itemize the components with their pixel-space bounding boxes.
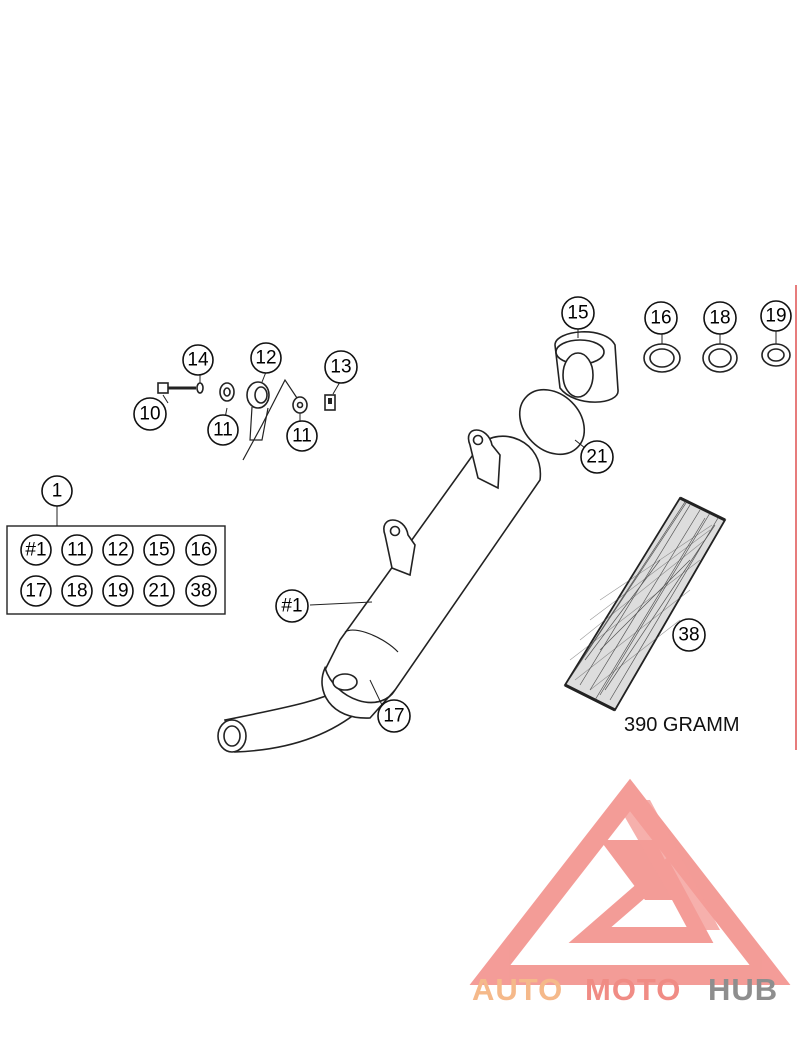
callout-1-label: 1 [52,481,63,502]
kit-item: 17 [20,575,52,607]
silencer-body [324,435,541,704]
callout-11-left: 11 [207,414,239,446]
callout-main-muffler: #1 [275,589,309,623]
callout-main-muffler-label: #1 [281,596,302,617]
kit-item: #1 [20,534,52,566]
callout-21: 21 [580,440,614,474]
end-cap-17 [321,665,396,719]
callout-19-label: 19 [765,306,786,327]
kit-item-label: 21 [148,581,169,602]
kit-grid: #1 11 12 15 16 17 18 19 21 38 [20,534,217,607]
callout-15: 15 [561,296,595,330]
ring-18 [702,332,738,373]
callout-1: 1 [41,475,73,507]
callout-15-label: 15 [567,303,588,324]
callout-11-right-label: 11 [292,426,312,447]
rear-cap-15 [554,328,619,403]
mounting-hardware [157,371,341,461]
watermark-logo [469,778,791,985]
ring-19 [761,331,791,367]
watermark-hub: HUB [708,972,778,1007]
callout-14: 14 [182,344,214,376]
kit-item-label: 16 [190,540,211,561]
bracket-12 [242,378,306,461]
kit-item-label: 11 [67,540,87,561]
callout-16-label: 16 [650,308,671,329]
kit-item-label: 17 [25,581,46,602]
kit-item: 15 [143,534,175,566]
callout-12-label: 12 [255,348,276,369]
gasket-21 [518,388,591,456]
rear-end-parts [518,328,791,456]
watermark-wordmark: AUTO MOTO HUB [472,972,778,1007]
callout-17-label: 17 [383,706,404,727]
callout-10-label: 10 [139,404,160,425]
kit-item: 12 [102,534,134,566]
callout-38-label: 38 [678,625,699,646]
washer-14 [196,382,204,394]
callout-10: 10 [133,397,167,431]
kit-item-label: 12 [107,540,128,561]
insulation-mat-38 [563,496,727,712]
muffler-assembly [217,429,541,753]
muffler-mounting-tab-upper [467,429,501,490]
muffler-mounting-tab-lower [383,519,416,577]
kit-item-label: 38 [190,581,211,602]
kit-item-label: #1 [25,540,46,561]
callout-18: 18 [703,301,737,335]
callout-21-label: 21 [586,447,607,468]
kit-item-label: 15 [148,540,169,561]
callout-17: 17 [377,699,411,733]
kit-item-label: 19 [107,581,128,602]
kit-item: 21 [143,575,175,607]
callout-14-label: 14 [187,350,209,371]
kit-item: 16 [185,534,217,566]
callout-12: 12 [250,342,282,374]
kit-item: 19 [102,575,134,607]
kit-item: 38 [185,575,217,607]
insulation-weight-label: 390 GRAMM [624,714,740,736]
watermark-moto: MOTO [585,972,681,1007]
callout-13: 13 [324,350,358,384]
callout-16: 16 [644,301,678,335]
watermark-auto: AUTO [472,972,563,1007]
callout-18-label: 18 [709,308,730,329]
ring-16 [643,332,681,373]
callout-11-right: 11 [286,420,318,452]
washer-11-right [292,396,308,414]
kit-item: 18 [61,575,93,607]
rubber-11-left [219,382,235,402]
kit-item: 11 [61,534,93,566]
callout-19: 19 [760,300,792,332]
nut-13 [324,394,336,411]
kit-item-label: 18 [66,581,87,602]
callout-38: 38 [672,618,706,652]
callout-11-left-label: 11 [213,420,233,441]
callouts: 1 10 14 12 13 11 11 15 16 18 19 21 #1 17… [41,296,792,733]
callout-13-label: 13 [330,357,351,378]
bolt-10 [157,382,196,394]
